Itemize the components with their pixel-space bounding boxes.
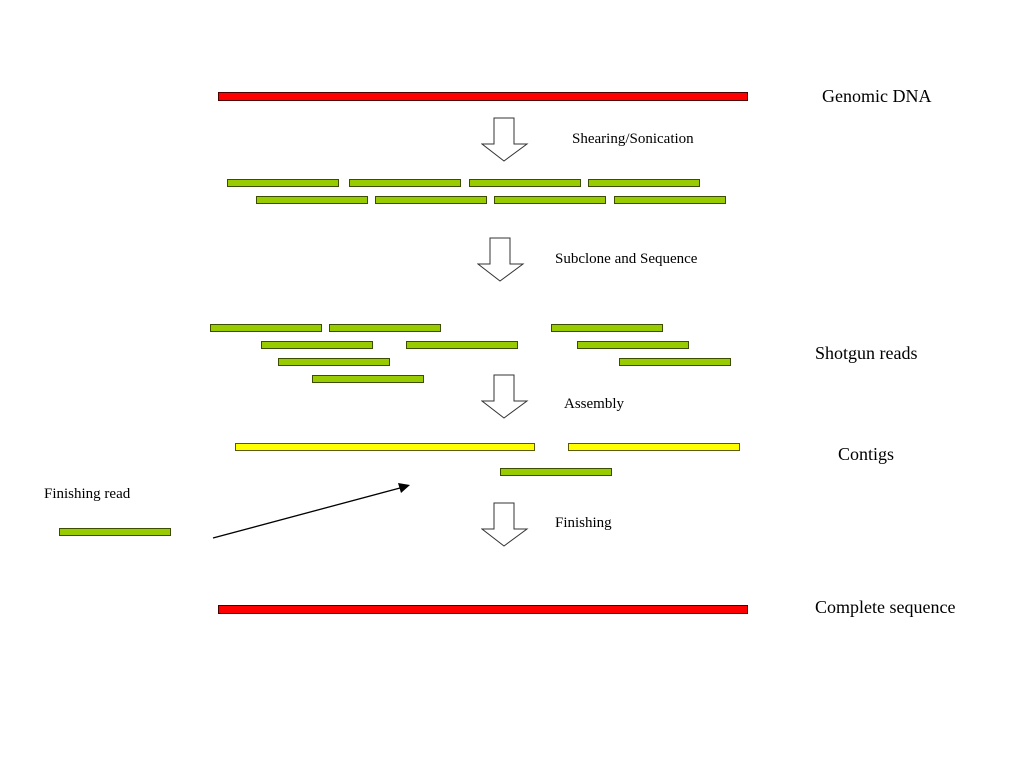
finishing-down-arrow-icon [481, 502, 529, 547]
subclone-down-arrow-icon [477, 237, 525, 282]
finishing-read-bar [59, 528, 171, 536]
contigs-label: Contigs [838, 444, 895, 464]
shotgun-read-9 [312, 375, 424, 383]
contig-2 [568, 443, 740, 451]
complete-sequence-label: Complete sequence [815, 597, 956, 617]
finishing-label: Finishing [555, 515, 612, 531]
shotgun-read-1 [210, 324, 322, 332]
assembly-down-arrow-icon [481, 374, 529, 419]
shotgun-reads-label: Shotgun reads [815, 343, 918, 363]
fragment-2 [349, 179, 461, 187]
shotgun-read-4 [261, 341, 373, 349]
fragment-6 [375, 196, 487, 204]
finishing-read-label: Finishing read [44, 486, 131, 502]
shotgun-read-8 [619, 358, 731, 366]
shotgun-read-5 [406, 341, 518, 349]
subclone-label: Subclone and Sequence [555, 251, 698, 267]
fragment-8 [614, 196, 726, 204]
fragment-1 [227, 179, 339, 187]
fragment-5 [256, 196, 368, 204]
shotgun-read-3 [551, 324, 663, 332]
genomic-dna-label: Genomic DNA [822, 86, 932, 106]
contig-gap-read [500, 468, 612, 476]
complete-sequence-bar [218, 605, 748, 614]
fragment-3 [469, 179, 581, 187]
shearing-down-arrow-icon [481, 117, 529, 162]
shotgun-read-2 [329, 324, 441, 332]
assembly-label: Assembly [564, 396, 624, 412]
shotgun-read-6 [577, 341, 689, 349]
shotgun-read-7 [278, 358, 390, 366]
fragment-7 [494, 196, 606, 204]
genomic-dna-bar [218, 92, 748, 101]
shearing-label: Shearing/Sonication [572, 131, 694, 147]
contig-1 [235, 443, 535, 451]
fragment-4 [588, 179, 700, 187]
